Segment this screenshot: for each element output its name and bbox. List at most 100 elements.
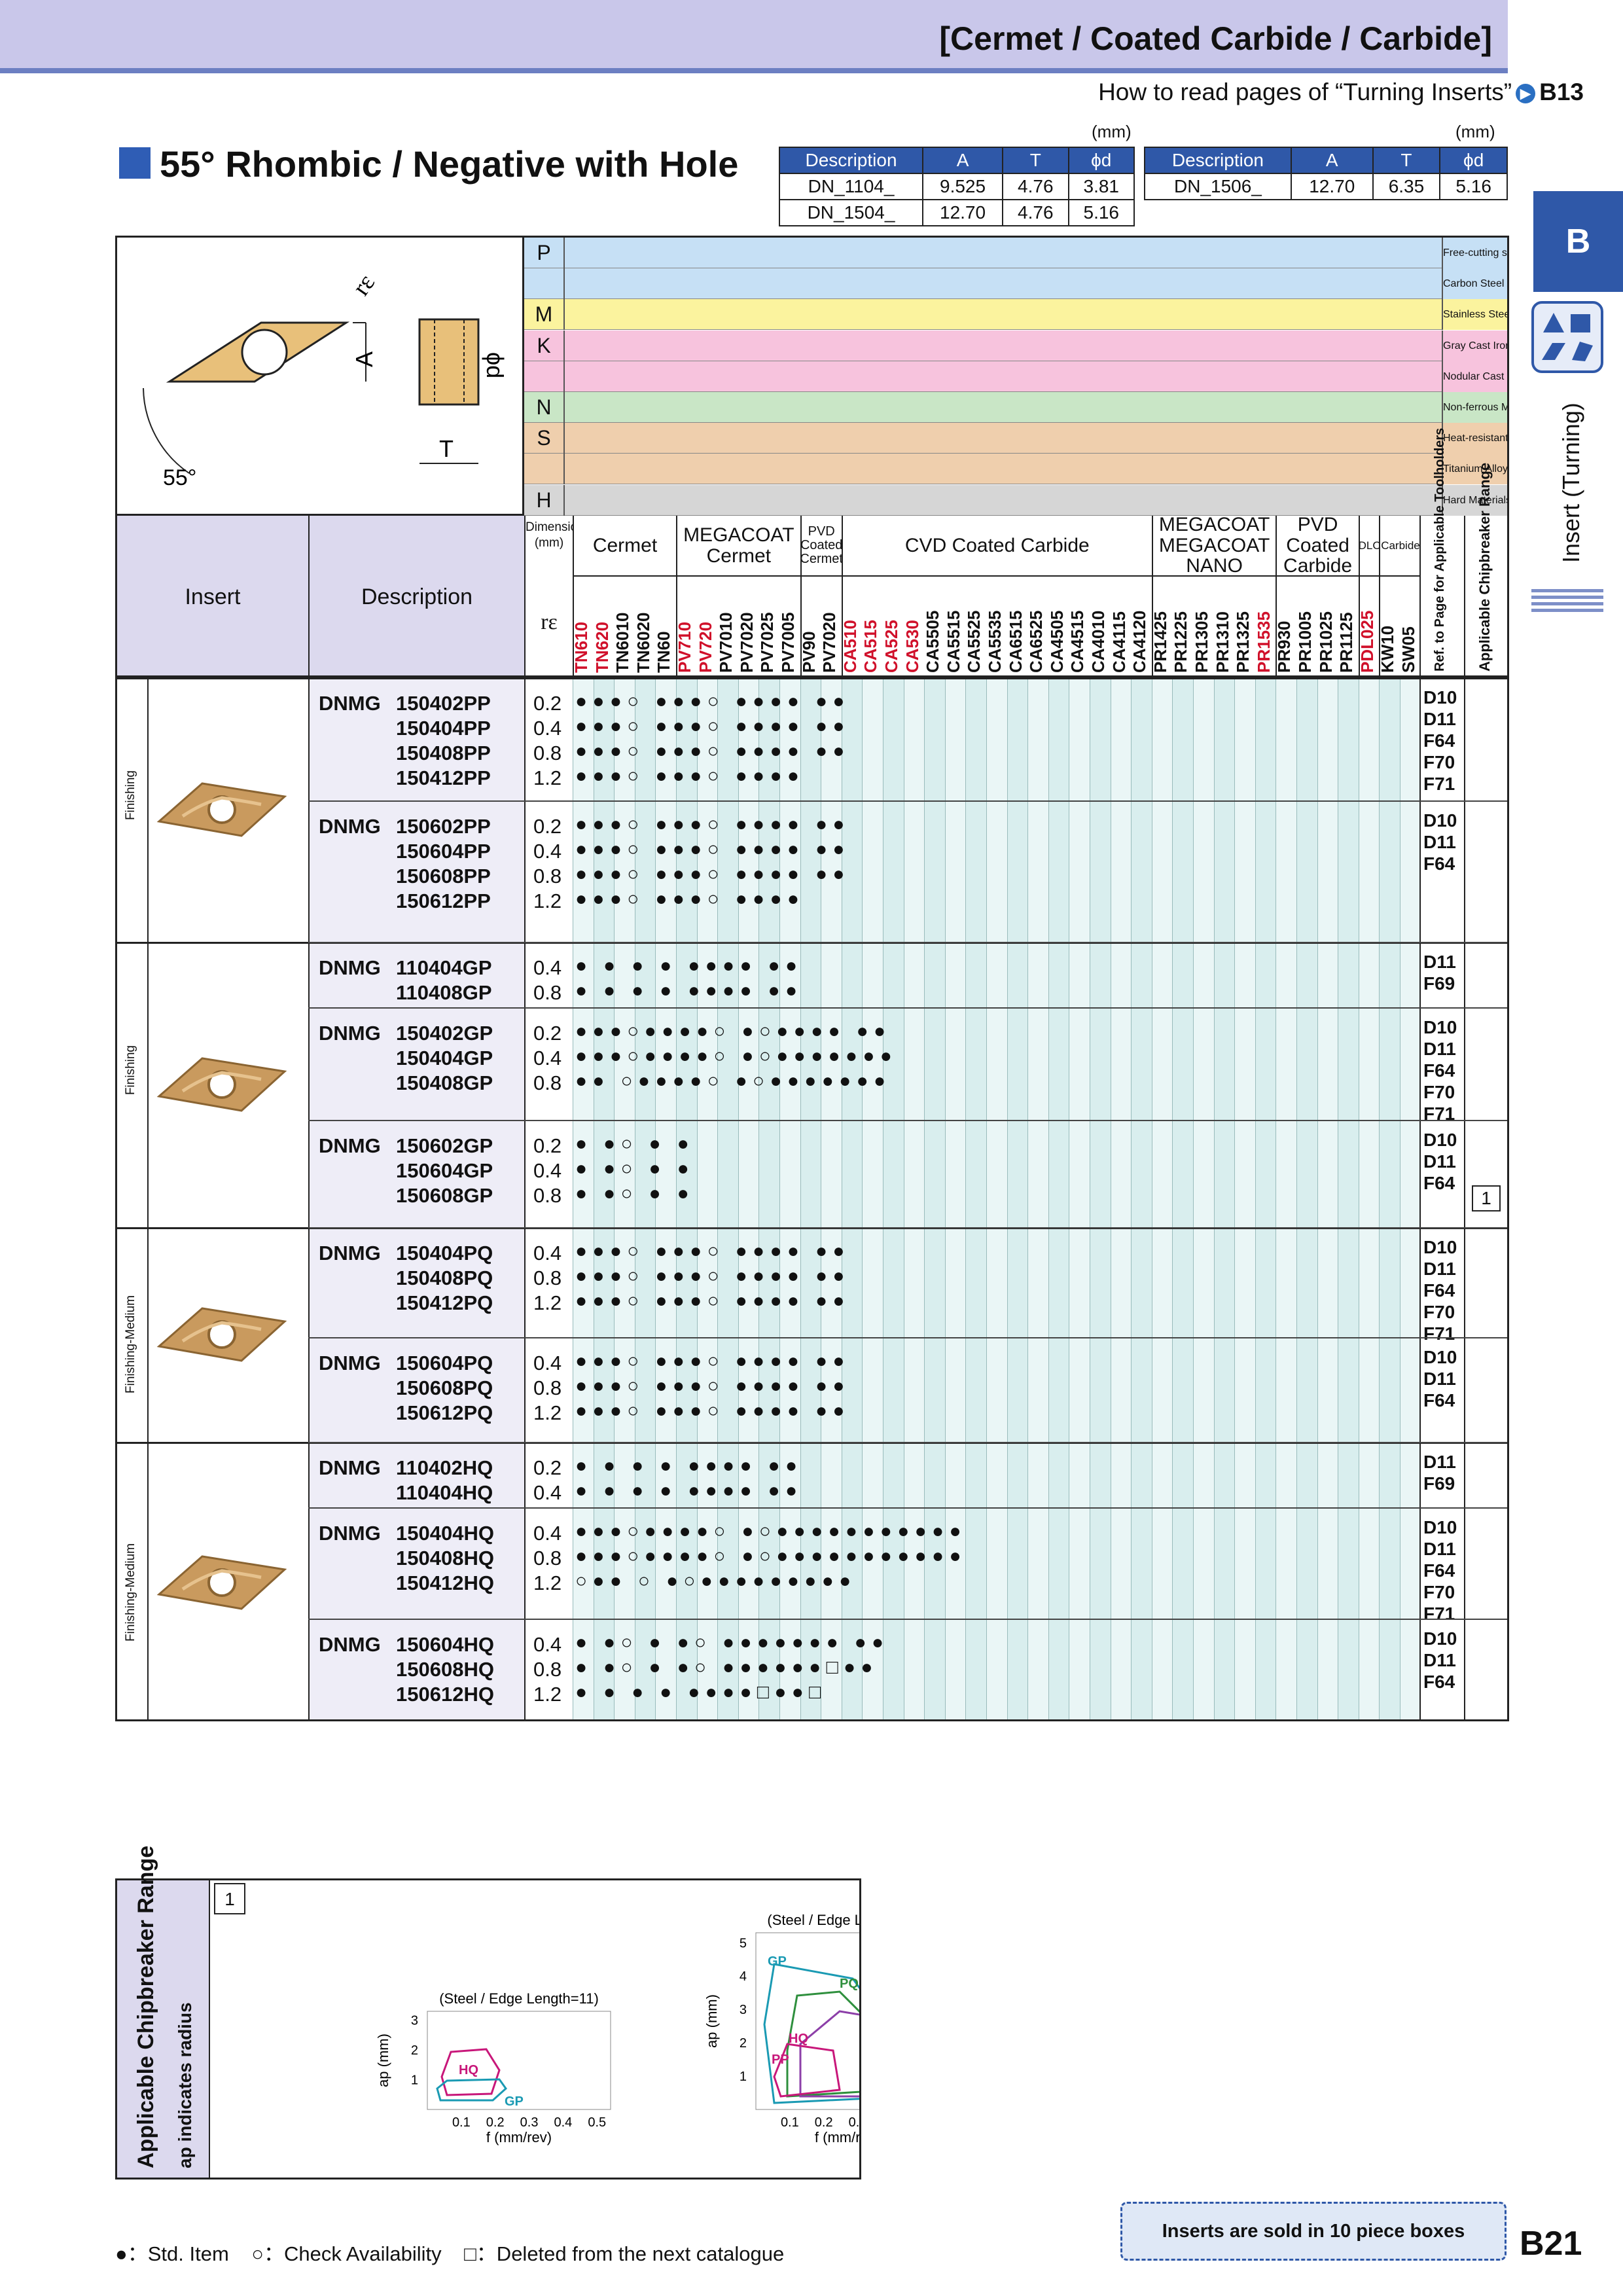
toolholder-refs[interactable]: D10 D11 F64 F70 F71: [1423, 1237, 1457, 1344]
insert-code[interactable]: 150612HQ: [396, 1683, 494, 1706]
grade-column: [1296, 677, 1317, 1719]
insert-code[interactable]: 150408PP: [396, 742, 491, 764]
howto-link[interactable]: How to read pages of “Turning Inserts”▶B…: [1098, 79, 1584, 106]
toolholder-refs[interactable]: D11 F69: [1423, 1452, 1456, 1494]
insert-code[interactable]: 150412PP: [396, 766, 491, 789]
insert-code[interactable]: 150408PQ: [396, 1266, 493, 1289]
insert-code[interactable]: 110408GP: [396, 981, 492, 1004]
insert-code[interactable]: 150402PP: [396, 692, 491, 715]
toolholder-refs[interactable]: D10 D11 F64: [1423, 1130, 1457, 1193]
chart-edge15-xlabel: f (mm/rev): [815, 2129, 859, 2145]
insert-code[interactable]: 150608PP: [396, 865, 491, 888]
insert-photo: [156, 1057, 287, 1112]
unit-right: (mm): [1455, 122, 1495, 141]
toolholder-refs[interactable]: D10 D11 F64 F70 F71: [1423, 1517, 1457, 1624]
availability-marks: ●●●○ ●●●○ ●●●● ●●: [575, 814, 850, 835]
range-ref[interactable]: 1: [1472, 1185, 1501, 1211]
insert-code[interactable]: 110402HQ: [396, 1456, 493, 1479]
grade-group-name: Carbide: [1380, 516, 1421, 577]
chart-edge11-ytick: 2: [411, 2043, 418, 2058]
insert-code[interactable]: 150404PQ: [396, 1242, 493, 1265]
insert-code[interactable]: 150404PP: [396, 717, 491, 740]
insert-code[interactable]: 150604GP: [396, 1159, 493, 1182]
insert-code[interactable]: 150612PP: [396, 889, 491, 912]
grade-group-name: PVD Coated Cermet: [801, 516, 842, 577]
insert-code[interactable]: 150604PQ: [396, 1352, 493, 1374]
section-title: 55° Rhombic / Negative with Hole: [160, 143, 739, 185]
toolholder-refs[interactable]: D10 D11 F64: [1423, 1347, 1457, 1410]
section-tab-b[interactable]: B: [1533, 191, 1623, 292]
toolholder-refs[interactable]: D10 D11 F64 F70 F71: [1423, 687, 1457, 794]
grade-column: [1151, 677, 1173, 1719]
corner-radius: 1.2: [533, 766, 562, 789]
insert-code[interactable]: 150408GP: [396, 1071, 493, 1094]
insert-code[interactable]: 150602GP: [396, 1134, 493, 1157]
grade-column: [1317, 677, 1338, 1719]
grade-name: PV7020: [819, 612, 840, 673]
band-letter: [524, 361, 565, 392]
chart-edge15-xtick: 0.2: [815, 2115, 833, 2130]
chart-edge11-ylabel: ap (mm): [375, 2034, 391, 2087]
chart-edge11-xtick: 0.1: [452, 2115, 471, 2130]
dim-right-cell: 5.16: [1439, 173, 1508, 200]
insert-code[interactable]: 150612PQ: [396, 1401, 493, 1424]
grade-column: [676, 677, 697, 1719]
insert-code[interactable]: 110404GP: [396, 956, 492, 979]
toolholder-refs[interactable]: D10 D11 F64: [1423, 1628, 1457, 1692]
toolholder-refs[interactable]: D11 F69: [1423, 952, 1456, 994]
grade-column: [1255, 677, 1276, 1719]
grade-column: [717, 677, 738, 1719]
band-label: Gray Cast Iron: [1442, 330, 1507, 361]
col-dimension-label: Dimension (mm): [526, 520, 584, 550]
insert-code[interactable]: 150412HQ: [396, 1571, 494, 1594]
toolholder-refs[interactable]: D10 D11 F64: [1423, 810, 1457, 874]
grade-name: PR1535: [1253, 611, 1274, 673]
insert-code[interactable]: 150402GP: [396, 1022, 493, 1045]
insert-code[interactable]: 150404GP: [396, 1047, 493, 1069]
block-separator: [308, 1337, 1507, 1338]
insert-code[interactable]: 150608HQ: [396, 1658, 494, 1681]
insert-code[interactable]: 150608GP: [396, 1184, 493, 1207]
availability-marks: ●●●○●●●●○ ●○●●●●●●●●●●●: [575, 1520, 967, 1542]
dim-left-cell: 5.16: [1067, 199, 1135, 226]
insert-shapes-icon: [1531, 301, 1603, 373]
grade-column: [655, 677, 676, 1719]
insert-code[interactable]: 150408HQ: [396, 1547, 494, 1570]
availability-marks: ●●●○ ●●●○ ●●●●: [575, 765, 805, 787]
table-row: 150412PQ: [319, 1291, 493, 1315]
insert-code[interactable]: 150602PP: [396, 815, 491, 838]
grade-column: [738, 677, 759, 1719]
insert-code[interactable]: 150404HQ: [396, 1522, 494, 1545]
chart-edge11-xtick: 0.5: [588, 2115, 606, 2130]
block-separator: [308, 1227, 1507, 1229]
arrow-right-icon: ▶: [1516, 84, 1536, 104]
insert-code[interactable]: 150604PP: [396, 840, 491, 863]
grade-column: [1193, 677, 1214, 1719]
toolholder-refs[interactable]: D10 D11 F64 F70 F71: [1423, 1017, 1457, 1124]
insert-code[interactable]: 150604HQ: [396, 1633, 494, 1656]
insert-photo: [156, 782, 287, 837]
grade-group-name: Cermet: [574, 516, 676, 577]
category-label: Finishing-Medium: [124, 1543, 137, 1641]
insert-code[interactable]: 150412PQ: [396, 1291, 493, 1314]
insert-code[interactable]: 110404HQ: [396, 1481, 493, 1504]
grade-name: CA4120: [1130, 610, 1150, 673]
chart-edge11-xlabel: f (mm/rev): [486, 2129, 552, 2145]
series-name: DNMG: [319, 815, 381, 838]
band-label: Heat-resistant Alloys: [1442, 423, 1507, 454]
availability-marks: ●●●○ ●●●○ ●●●● ●●: [575, 863, 850, 885]
availability-marks: ●●●○●●●●○ ●○●●●● ●●: [575, 1020, 891, 1042]
dim-right-header-1: A: [1290, 147, 1374, 174]
insert-code[interactable]: 150608PQ: [396, 1376, 493, 1399]
band-label: Carbon Steel / Alloy Steel: [1442, 268, 1507, 300]
chart-edge11-xtick: 0.2: [486, 2115, 505, 2130]
category-label: Finishing: [124, 770, 137, 821]
grade-column: [1338, 677, 1359, 1719]
chart-edge11-label-gp: GP: [505, 2094, 524, 2109]
header-rule: [0, 68, 1508, 73]
